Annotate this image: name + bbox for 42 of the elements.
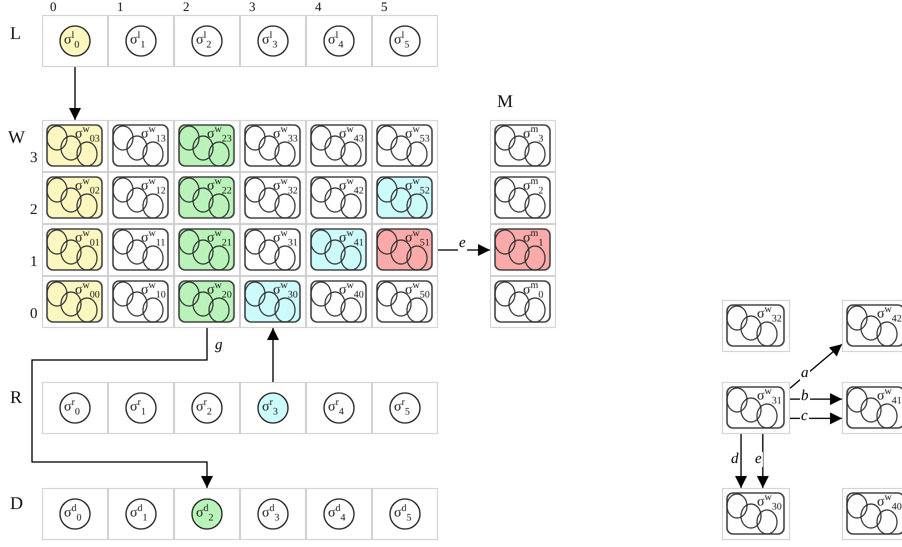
arrow — [756, 434, 769, 488]
row-number: 1 — [30, 255, 38, 270]
column-number: 0 — [50, 0, 56, 13]
arrow — [267, 328, 279, 382]
grid-cell — [240, 382, 306, 434]
column-number: 3 — [249, 0, 256, 13]
grid-cell — [42, 488, 108, 540]
grid-cell — [240, 488, 306, 540]
grid-cell — [306, 382, 372, 434]
grid-cell — [108, 382, 174, 434]
arrow — [790, 412, 842, 424]
grid-cell — [108, 488, 174, 540]
grid-cell — [372, 382, 438, 434]
arrow — [31, 328, 213, 488]
grid-cell — [174, 15, 240, 67]
column-number: 5 — [381, 0, 388, 13]
row-heading: L — [10, 24, 21, 42]
grid-cell — [306, 15, 372, 67]
row-heading: W — [8, 128, 25, 146]
arrow — [438, 244, 490, 256]
grid-cell — [372, 488, 438, 540]
grid-cell — [108, 15, 174, 67]
row-heading: R — [10, 388, 22, 406]
grid-cell — [306, 488, 372, 540]
grid-cell — [372, 15, 438, 67]
arrow — [735, 434, 748, 488]
column-number: 4 — [315, 0, 322, 13]
row-heading: M — [497, 92, 514, 110]
grid-cell — [42, 382, 108, 434]
row-number: 0 — [30, 307, 38, 322]
grid-cell — [174, 488, 240, 540]
row-number: 2 — [30, 203, 38, 218]
column-number: 1 — [117, 0, 124, 13]
row-heading: D — [10, 494, 23, 512]
arrow — [69, 67, 81, 120]
grid-cell — [240, 15, 306, 67]
edge-label: e — [754, 452, 763, 467]
arrow — [790, 344, 842, 389]
column-number: 2 — [183, 0, 190, 13]
grid-cell — [42, 15, 108, 67]
row-number: 3 — [30, 151, 38, 166]
grid-cell — [174, 382, 240, 434]
